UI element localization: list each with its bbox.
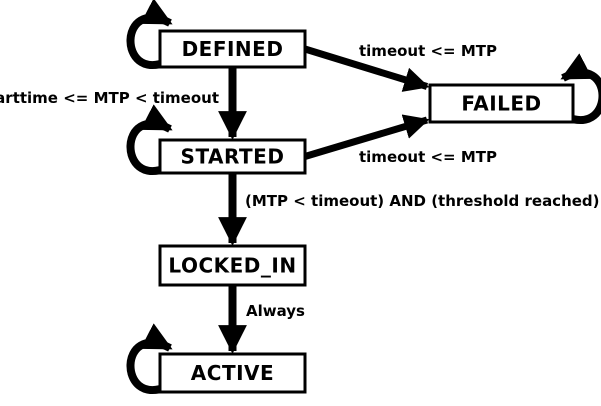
self-loop-failed-arrow xyxy=(560,53,601,124)
state-started-label: STARTED xyxy=(181,145,285,169)
state-failed: FAILED xyxy=(428,83,575,124)
edge-label-started-to-failed: timeout <= MTP xyxy=(359,148,497,166)
edge-label-started-to-locked-in: (MTP < timeout) AND (threshold reached) xyxy=(245,192,600,210)
state-defined-label: DEFINED xyxy=(182,37,284,61)
edge-started-to-failed-arrow xyxy=(303,114,430,160)
state-defined-box xyxy=(158,29,307,69)
state-started-box xyxy=(158,138,307,175)
state-failed-label: FAILED xyxy=(461,92,541,116)
self-loop-started-arrow xyxy=(126,104,173,175)
self-loop-defined-arrow xyxy=(126,0,173,69)
state-started: STARTED xyxy=(158,138,307,175)
edge-defined-to-failed-arrow xyxy=(303,45,430,92)
edge-label-defined-to-failed: timeout <= MTP xyxy=(359,42,497,60)
state-locked-in: LOCKED_IN xyxy=(158,244,307,287)
state-defined: DEFINED xyxy=(158,29,307,69)
edge-label-locked-in-to-active: Always xyxy=(246,302,305,320)
edge-label-defined-to-started: starttime <= MTP < timeout xyxy=(0,89,219,107)
state-active: ACTIVE xyxy=(158,352,307,394)
state-locked-in-label: LOCKED_IN xyxy=(168,254,296,278)
state-active-label: ACTIVE xyxy=(191,361,274,385)
state-locked-in-box xyxy=(158,244,307,287)
self-loop-active-arrow xyxy=(126,323,173,394)
state-active-box xyxy=(158,352,307,394)
state-failed-box xyxy=(428,83,575,124)
